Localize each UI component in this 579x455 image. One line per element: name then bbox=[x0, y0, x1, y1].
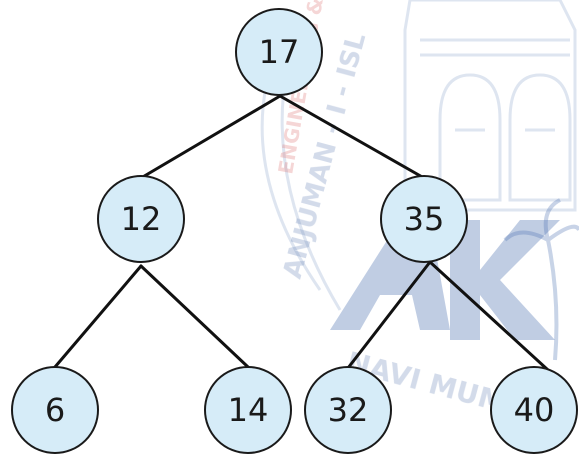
node-label: 6 bbox=[45, 391, 65, 429]
tree-node-root: 17 bbox=[235, 8, 323, 96]
edge-35-32 bbox=[346, 260, 432, 370]
node-circle bbox=[235, 8, 323, 96]
node-circle bbox=[204, 366, 292, 454]
node-label: 17 bbox=[259, 33, 300, 71]
node-circle bbox=[304, 366, 392, 454]
edge-35-40 bbox=[428, 260, 550, 372]
tree-node-right: 35 bbox=[380, 175, 468, 263]
node-label: 35 bbox=[404, 200, 445, 238]
tree-node-left-left: 6 bbox=[11, 366, 99, 454]
node-circle bbox=[490, 366, 578, 454]
node-label: 32 bbox=[328, 391, 369, 429]
node-label: 12 bbox=[121, 200, 162, 238]
node-circle bbox=[97, 175, 185, 263]
edge-12-14 bbox=[139, 264, 250, 369]
tree-node-right-right: 40 bbox=[490, 366, 578, 454]
node-circle bbox=[11, 366, 99, 454]
tree-node-left-right: 14 bbox=[204, 366, 292, 454]
node-label: 14 bbox=[228, 391, 269, 429]
node-circle bbox=[380, 175, 468, 263]
tree-node-left: 12 bbox=[97, 175, 185, 263]
node-label: 40 bbox=[514, 391, 555, 429]
tree-node-right-left: 32 bbox=[304, 366, 392, 454]
edge-12-6 bbox=[53, 264, 143, 369]
edge-17-35 bbox=[278, 94, 426, 180]
edge-17-12 bbox=[139, 94, 282, 180]
